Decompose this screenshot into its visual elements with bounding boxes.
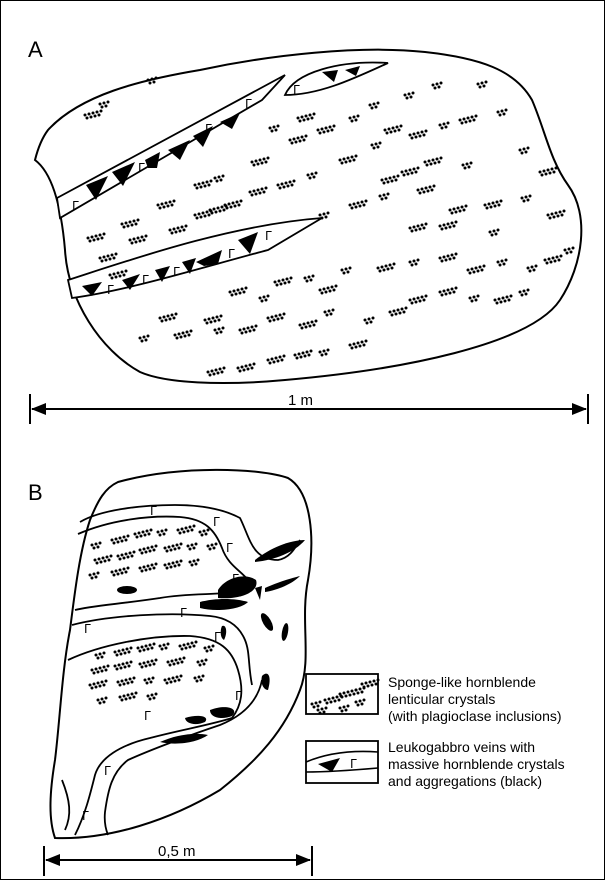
panel-b-scale-label: 0,5 m: [158, 843, 196, 860]
svg-text:Γ: Γ: [173, 265, 180, 279]
svg-text:Γ: Γ: [142, 273, 149, 287]
svg-text:Γ: Γ: [213, 515, 220, 529]
svg-text:Γ: Γ: [138, 161, 145, 175]
svg-text:Γ: Γ: [150, 504, 157, 518]
legend-sponge-text: Sponge-like hornblende lenticular crysta…: [388, 674, 562, 724]
svg-text:Γ: Γ: [180, 606, 187, 620]
panel-a-scale-label: 1 m: [288, 392, 313, 409]
svg-text:Γ: Γ: [107, 283, 114, 297]
svg-text:Γ: Γ: [228, 247, 235, 261]
svg-text:Γ: Γ: [226, 541, 233, 555]
svg-text:Γ: Γ: [82, 809, 89, 823]
svg-text:Γ: Γ: [84, 622, 91, 636]
panel-b-outcrop-outline: [50, 470, 311, 838]
panel-a-outcrop-outline: [35, 50, 581, 383]
svg-text:Γ: Γ: [235, 689, 242, 703]
panel-a-label: A: [28, 37, 43, 62]
svg-text:Γ: Γ: [104, 764, 111, 778]
legend-vein-symbol: Γ: [306, 741, 378, 783]
legend-vein-text: Leukogabbro veins with massive hornblend…: [388, 739, 569, 789]
svg-text:Γ: Γ: [72, 199, 79, 213]
svg-text:Γ: Γ: [350, 757, 357, 771]
panel-b-label: B: [28, 480, 43, 505]
legend-sponge-symbol: [306, 674, 380, 715]
svg-text:Γ: Γ: [144, 709, 151, 723]
svg-text:Γ: Γ: [232, 572, 239, 586]
svg-text:Γ: Γ: [205, 122, 212, 136]
svg-text:Γ: Γ: [293, 83, 300, 97]
svg-text:Γ: Γ: [214, 630, 221, 644]
svg-text:Γ: Γ: [245, 97, 252, 111]
svg-text:Γ: Γ: [265, 229, 272, 243]
